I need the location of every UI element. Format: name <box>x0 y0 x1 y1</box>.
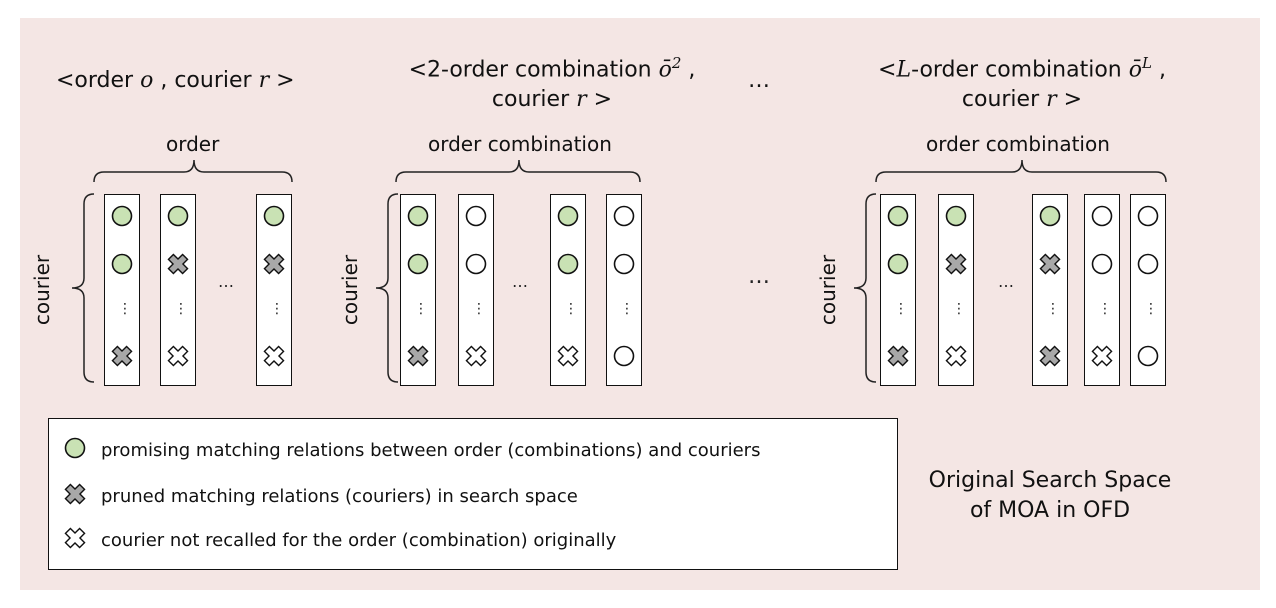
group3-top-label: order combination <box>926 132 1110 156</box>
group3-hdots: … <box>998 272 1014 291</box>
white-circle-icon <box>1137 205 1159 227</box>
vertical-dots: ⋮ <box>1098 301 1112 317</box>
gray-x-icon <box>945 253 967 275</box>
green-circle-icon <box>111 253 133 275</box>
white-circle-icon <box>1137 345 1159 367</box>
gray-x-icon <box>63 482 87 510</box>
header-order-courier: <order o , courier r > <box>56 68 295 93</box>
vertical-dots: ⋮ <box>1046 301 1060 317</box>
vertical-dots: ⋮ <box>118 301 132 317</box>
header-ellipsis: … <box>748 68 770 93</box>
white-x-icon <box>167 345 189 367</box>
gray-x-icon <box>167 253 189 275</box>
white-x-icon <box>263 345 285 367</box>
white-circle-icon <box>613 205 635 227</box>
white-circle-icon <box>1091 205 1113 227</box>
group2-hdots: … <box>512 272 528 291</box>
legend-text-pruned: pruned matching relations (couriers) in … <box>101 485 578 507</box>
gray-x-icon <box>263 253 285 275</box>
green-circle-icon <box>887 253 909 275</box>
gray-x-icon <box>1039 253 1061 275</box>
white-circle-icon <box>465 253 487 275</box>
gray-x-icon <box>407 345 429 367</box>
white-x-icon <box>1091 345 1113 367</box>
white-circle-icon <box>1137 253 1159 275</box>
white-circle-icon <box>613 253 635 275</box>
legend-text-promising: promising matching relations between ord… <box>101 439 761 461</box>
legend-item-pruned: pruned matching relations (couriers) in … <box>63 481 578 511</box>
group3-top-brace <box>875 159 1167 183</box>
vertical-dots: ⋮ <box>1144 301 1158 317</box>
vertical-dots: ⋮ <box>952 301 966 317</box>
group2-top-brace <box>395 159 641 183</box>
vertical-dots: ⋮ <box>414 301 428 317</box>
header-L-order-combination: <L-order combination ōL , courier r > <box>878 54 1166 113</box>
vertical-dots: ⋮ <box>472 301 486 317</box>
green-circle-icon <box>63 436 87 464</box>
gray-x-icon <box>1039 345 1061 367</box>
legend-item-promising: promising matching relations between ord… <box>63 435 760 465</box>
green-circle-icon <box>557 253 579 275</box>
vertical-dots: ⋮ <box>894 301 908 317</box>
vertical-dots: ⋮ <box>564 301 578 317</box>
vertical-dots: ⋮ <box>270 301 284 317</box>
white-circle-icon <box>1091 253 1113 275</box>
group1-top-label: order <box>166 132 220 156</box>
group1-side-label: courier <box>30 254 54 326</box>
white-x-icon <box>63 526 87 554</box>
white-circle-icon <box>613 345 635 367</box>
group2-side-brace <box>375 193 399 383</box>
white-x-icon <box>945 345 967 367</box>
group1-hdots: … <box>218 272 234 291</box>
legend-text-not-recalled: courier not recalled for the order (comb… <box>101 529 617 551</box>
vertical-dots: ⋮ <box>174 301 188 317</box>
green-circle-icon <box>557 205 579 227</box>
legend-item-not-recalled: courier not recalled for the order (comb… <box>63 525 616 555</box>
groups-ellipsis: … <box>748 264 770 289</box>
legend-box: promising matching relations between ord… <box>48 418 898 570</box>
white-x-icon <box>465 345 487 367</box>
green-circle-icon <box>263 205 285 227</box>
group3-side-label: courier <box>816 254 840 326</box>
gray-x-icon <box>887 345 909 367</box>
gray-x-icon <box>111 345 133 367</box>
group1-top-brace <box>93 159 293 183</box>
green-circle-icon <box>111 205 133 227</box>
green-circle-icon <box>407 253 429 275</box>
diagram-title: Original Search Space of MOA in OFD <box>928 468 1172 523</box>
green-circle-icon <box>167 205 189 227</box>
white-x-icon <box>557 345 579 367</box>
group1-side-brace <box>71 193 95 383</box>
green-circle-icon <box>887 205 909 227</box>
white-circle-icon <box>465 205 487 227</box>
group2-side-label: courier <box>338 254 362 326</box>
group3-side-brace <box>853 193 877 383</box>
header-2-order-combination: <2-order combination ō2 , courier r > <box>408 54 696 113</box>
green-circle-icon <box>407 205 429 227</box>
green-circle-icon <box>945 205 967 227</box>
green-circle-icon <box>1039 205 1061 227</box>
group2-top-label: order combination <box>428 132 612 156</box>
vertical-dots: ⋮ <box>620 301 634 317</box>
